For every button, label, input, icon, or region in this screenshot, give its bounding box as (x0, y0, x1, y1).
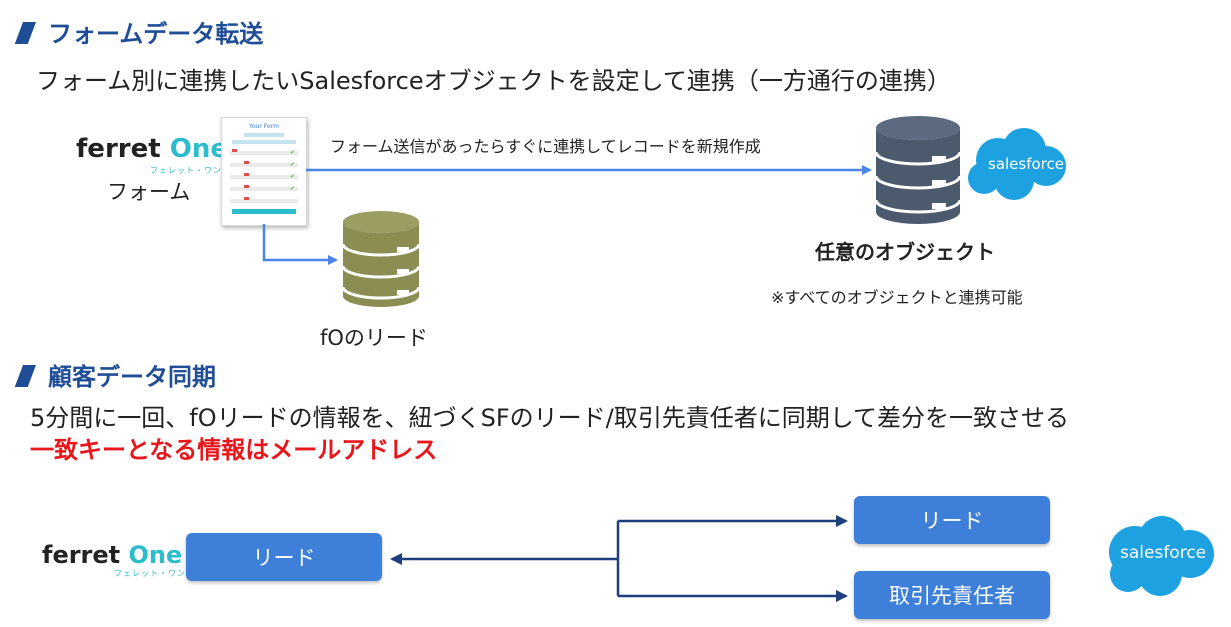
heading-slash-icon (14, 22, 36, 44)
arrow-label: フォーム送信があったらすぐに連携してレコードを新規作成 (330, 137, 761, 156)
form-thumb-bar (232, 140, 296, 144)
logo-one-text: One (128, 541, 183, 569)
logo-ferret-text: ferret (76, 134, 170, 164)
target-object-note: ※すべてのオブジェクトと連携可能 (771, 288, 1023, 307)
form-thumb-bar (244, 133, 284, 137)
salesforce-cloud-icon (1109, 516, 1214, 596)
section2-description: 5分間に一回、fOリードの情報を、紐づくSFのリード/取引先責任者に同期して差分… (30, 404, 1070, 432)
object-database-icon (874, 116, 962, 224)
logo-ferret-text: ferret (42, 541, 129, 569)
form-thumb-submit (232, 209, 296, 214)
match-key-highlight: 一致キーとなる情報はメールアドレス (30, 436, 438, 464)
salesforce-logo-text: salesforce (988, 155, 1064, 173)
form-thumbnail-title: Your Form (249, 123, 279, 130)
salesforce-logo-text: salesforce (1120, 543, 1207, 563)
logo-sub-text: フェレット・ワン (150, 166, 222, 175)
target-object-label: 任意のオブジェクト (815, 240, 995, 264)
sf-contact-box: 取引先責任者 (854, 571, 1050, 619)
heading-slash-icon (14, 365, 36, 387)
section-title-customer-sync: 顧客データ同期 (48, 363, 216, 391)
fo-lead-label: fOのリード (320, 326, 428, 350)
form-label: フォーム (107, 180, 191, 204)
ferret-one-logo: ferret One (42, 541, 182, 569)
fo-lead-database-icon (341, 211, 421, 307)
form-thumb-fields: ✔ ✔ ✔ ✔ (230, 149, 298, 211)
form-thumbnail: Your Form ✔ ✔ ✔ ✔ (221, 117, 307, 226)
ferret-one-logo: ferret One (76, 134, 228, 164)
section-title-form-transfer: フォームデータ転送 (48, 20, 264, 48)
sf-lead-box: リード (854, 496, 1050, 544)
fo-lead-box: リード (186, 533, 382, 581)
logo-sub-text: フェレット・ワン (114, 569, 186, 578)
salesforce-cloud-icon (968, 128, 1066, 200)
section1-description: フォーム別に連携したいSalesforceオブジェクトを設定して連携（一方通行の… (36, 67, 951, 95)
arrow-form-to-fo-lead (262, 224, 338, 265)
logo-one-text: One (169, 134, 228, 164)
